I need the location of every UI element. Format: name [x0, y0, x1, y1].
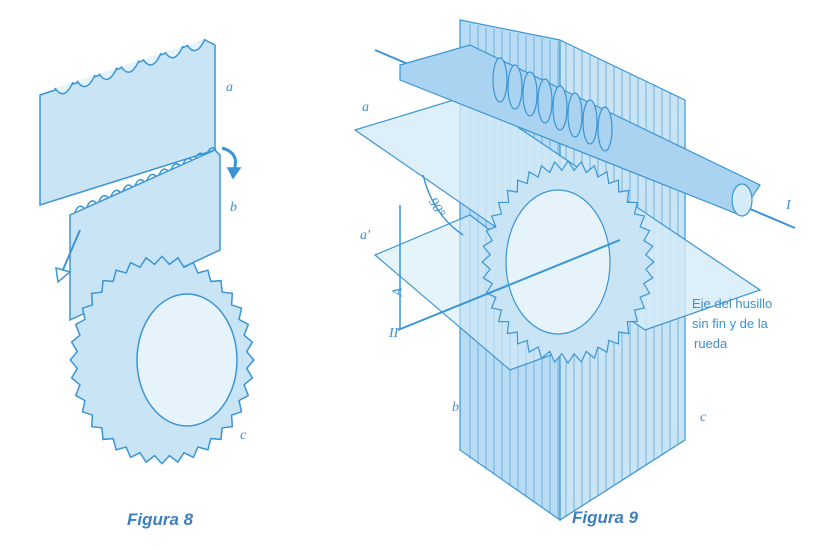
label-c: c — [240, 428, 247, 443]
axis-note-line: sin fin y de la — [692, 316, 768, 331]
figure-8-caption: Figura 8 — [127, 510, 194, 529]
worm-shaft — [399, 44, 761, 217]
worm-thread — [582, 99, 598, 145]
comb-tooth — [186, 38, 206, 52]
comb-tooth — [54, 81, 74, 95]
label-c: c — [700, 410, 707, 425]
worm-thread — [552, 85, 568, 131]
figure-9-caption: Figura 9 — [572, 508, 639, 527]
comb-tooth — [120, 60, 140, 73]
comb-teeth — [54, 38, 206, 95]
axis-note: Eje del husillo sin fin y de la rueda — [692, 294, 772, 354]
axis-note-line: rueda — [694, 336, 728, 351]
direction-arrow — [61, 229, 81, 273]
label-a-prime: a' — [360, 228, 370, 243]
rack-tooth — [206, 147, 217, 155]
rack-teeth — [74, 147, 217, 213]
rack-tooth — [158, 168, 169, 176]
rack-tooth — [98, 194, 109, 202]
rotation-arrowhead — [226, 167, 242, 180]
rack-tooth — [110, 189, 121, 197]
rack-tooth — [74, 205, 85, 213]
rack-tooth — [194, 152, 205, 160]
worm-thread — [507, 64, 523, 110]
label-A: A — [390, 287, 406, 297]
worm-thread — [567, 92, 583, 138]
label-b: b — [452, 400, 459, 415]
gear-bore — [505, 189, 611, 335]
figure-8-worm-gear-diagram — [39, 38, 255, 465]
comb-tooth — [142, 52, 162, 66]
rack-tooth — [86, 200, 97, 208]
rack-tooth — [122, 184, 133, 192]
axis-II — [397, 239, 621, 331]
label-I: I — [786, 198, 791, 213]
rack-tooth — [134, 178, 145, 186]
worm-thread — [522, 71, 538, 117]
gear-bore — [136, 293, 238, 427]
rack-tooth — [182, 157, 193, 165]
comb-tooth — [76, 74, 96, 88]
label-b: b — [230, 200, 237, 215]
label-II: II — [389, 326, 399, 341]
rack-plate-b — [69, 149, 221, 322]
label-a: a — [362, 100, 369, 115]
worm-thread — [537, 78, 553, 124]
label-a: a — [226, 80, 233, 95]
figure-9-axis-planes-diagram — [353, 19, 796, 522]
worm-thread — [597, 106, 613, 152]
rack-tooth — [146, 173, 157, 181]
direction-arrowhead — [55, 266, 72, 284]
axis-note-line: Eje del husillo — [692, 296, 773, 311]
angle-arrow-90 — [422, 174, 464, 236]
rotation-arrow — [221, 146, 237, 171]
rack-tooth — [170, 163, 181, 170]
gear-wheel-c — [69, 255, 255, 465]
comb-tooth — [164, 45, 184, 59]
worm-thread — [492, 57, 508, 103]
comb-tooth — [98, 67, 118, 81]
